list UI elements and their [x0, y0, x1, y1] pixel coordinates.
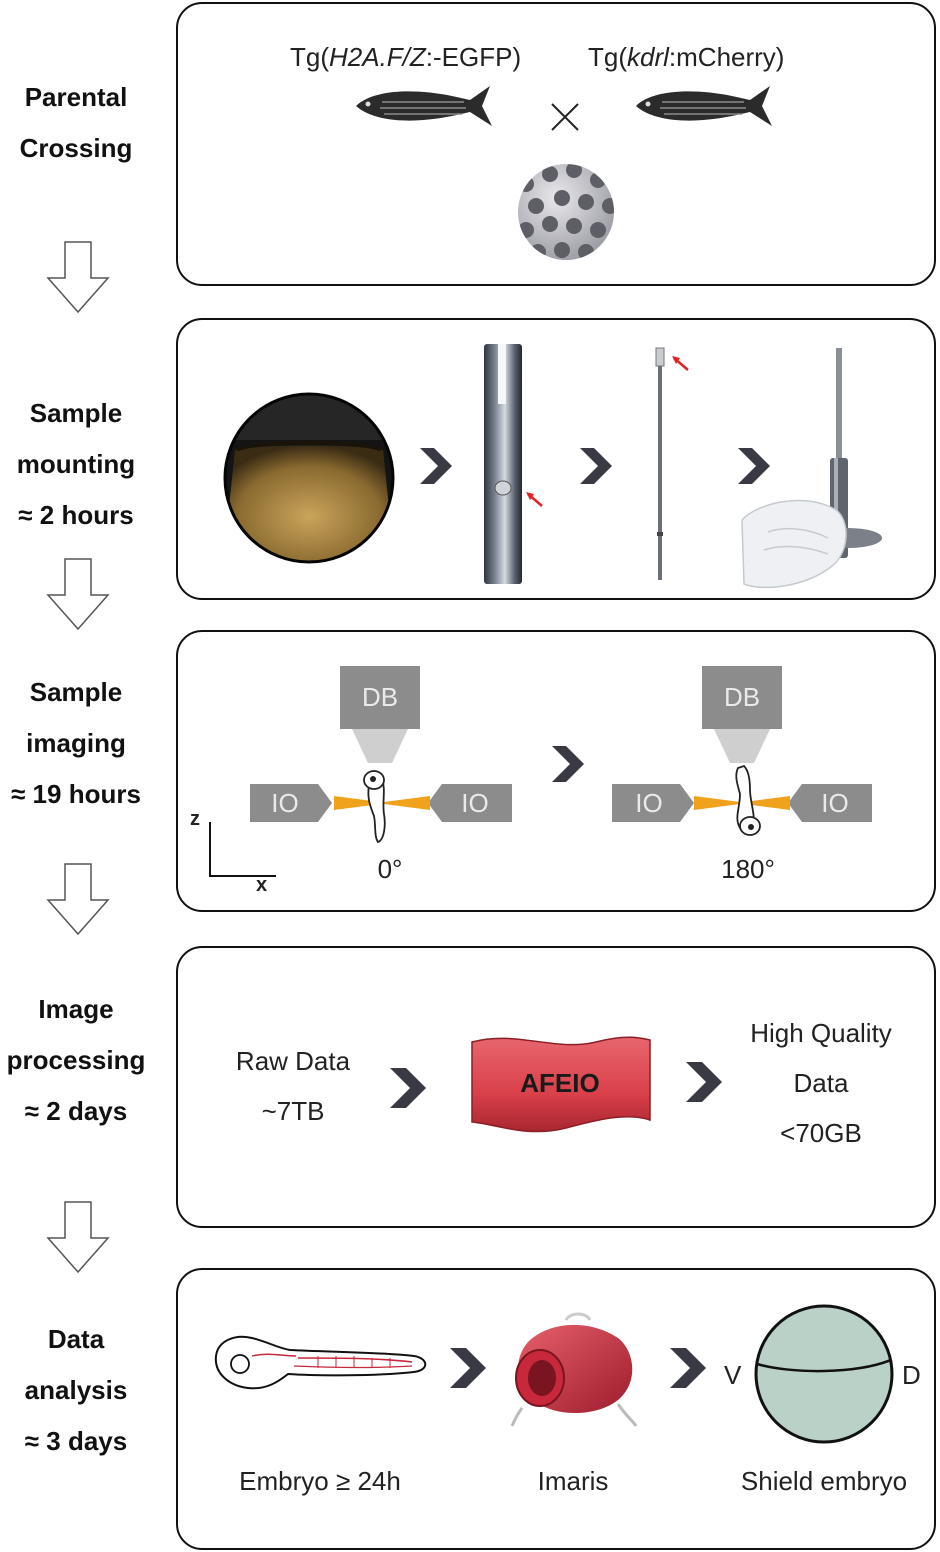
chevron-right-icon: [686, 1062, 722, 1102]
angle-label-right: 180°: [721, 854, 775, 884]
step-label-parental-crossing: Parental Crossing: [19, 82, 133, 163]
chevron-right-icon: [738, 448, 770, 484]
sample-holder-photo: [741, 348, 882, 589]
detection-objective-left: [340, 666, 420, 729]
dorsal-label: D: [902, 1360, 921, 1390]
parent-strain-left: Tg(H2A.F/Z:-EGFP): [290, 42, 522, 72]
light-sheet-beam: [694, 796, 790, 810]
illumination-label: IO: [635, 788, 663, 818]
chevron-right-icon: [390, 1068, 426, 1108]
capillary-tube-photo: [484, 344, 543, 584]
high-quality-data-text: High Quality Data <70GB: [750, 1018, 892, 1148]
down-arrow-icon: [46, 241, 110, 314]
axis-indicator: [209, 822, 276, 877]
illumination-objective-right-b: [788, 784, 872, 822]
imaris-vessel-render: [510, 1312, 638, 1427]
chevron-right-icon: [580, 448, 612, 484]
embryo-sample-icon: [363, 770, 386, 844]
ventral-label: V: [724, 1360, 742, 1390]
illumination-objective-right-a: [612, 784, 694, 822]
zebrafish-icon: [356, 86, 492, 126]
down-arrow-icon: [46, 1201, 110, 1274]
chevron-right-icon: [450, 1348, 486, 1388]
cross-symbol-icon: [551, 103, 579, 131]
down-arrow-icon: [46, 558, 110, 631]
step-label-data-analysis: Data analysis ≈ 3 days: [24, 1324, 128, 1456]
afeio-label: AFEIO: [520, 1068, 600, 1098]
chevron-right-icon: [552, 746, 584, 782]
step-label-sample-mounting: Sample mounting ≈ 2 hours: [16, 398, 136, 530]
raw-data-text: Raw Data ~7TB: [235, 1046, 351, 1126]
embryo-photo: [223, 392, 395, 564]
parent-strain-right: Tg(kdrl:mCherry): [588, 42, 785, 72]
panel-sample-imaging: [176, 630, 936, 912]
detection-cone-right: [714, 729, 770, 763]
angle-label-left: 0°: [377, 854, 403, 884]
illumination-label: IO: [821, 788, 849, 818]
shield-embryo-label: Shield embryo: [740, 1466, 908, 1496]
detection-objective-right: [702, 666, 782, 729]
imaris-label: Imaris: [537, 1466, 609, 1496]
step-label-sample-imaging: Sample imaging ≈ 19 hours: [11, 677, 141, 809]
step-label-image-processing: Image processing ≈ 2 days: [6, 994, 146, 1126]
zebrafish-icon: [636, 86, 772, 126]
embryo-dish-icon: [518, 164, 614, 260]
detection-label-left: DB: [361, 682, 399, 712]
down-arrow-icon: [46, 863, 110, 936]
embryo-24h-label: Embryo ≥ 24h: [239, 1466, 401, 1496]
illumination-objective-left-a: [250, 784, 332, 822]
shield-embryo-drawing: [754, 1304, 894, 1444]
detection-cone-left: [352, 729, 408, 763]
mounting-rod-photo: [655, 347, 689, 580]
illumination-label: IO: [461, 788, 489, 818]
embryo-24h-drawing: [214, 1335, 427, 1390]
illumination-objective-left-b: [428, 784, 512, 822]
chevron-right-icon: [420, 448, 452, 484]
embryo-sample-icon-rotated: [735, 764, 761, 836]
axis-z-label: z: [190, 808, 200, 830]
axis-x-label: x: [256, 874, 268, 896]
afeio-banner: [471, 1036, 651, 1133]
detection-label-right: DB: [723, 682, 761, 712]
chevron-right-icon: [670, 1348, 706, 1388]
illumination-label: IO: [271, 788, 299, 818]
light-sheet-beam: [334, 796, 430, 810]
